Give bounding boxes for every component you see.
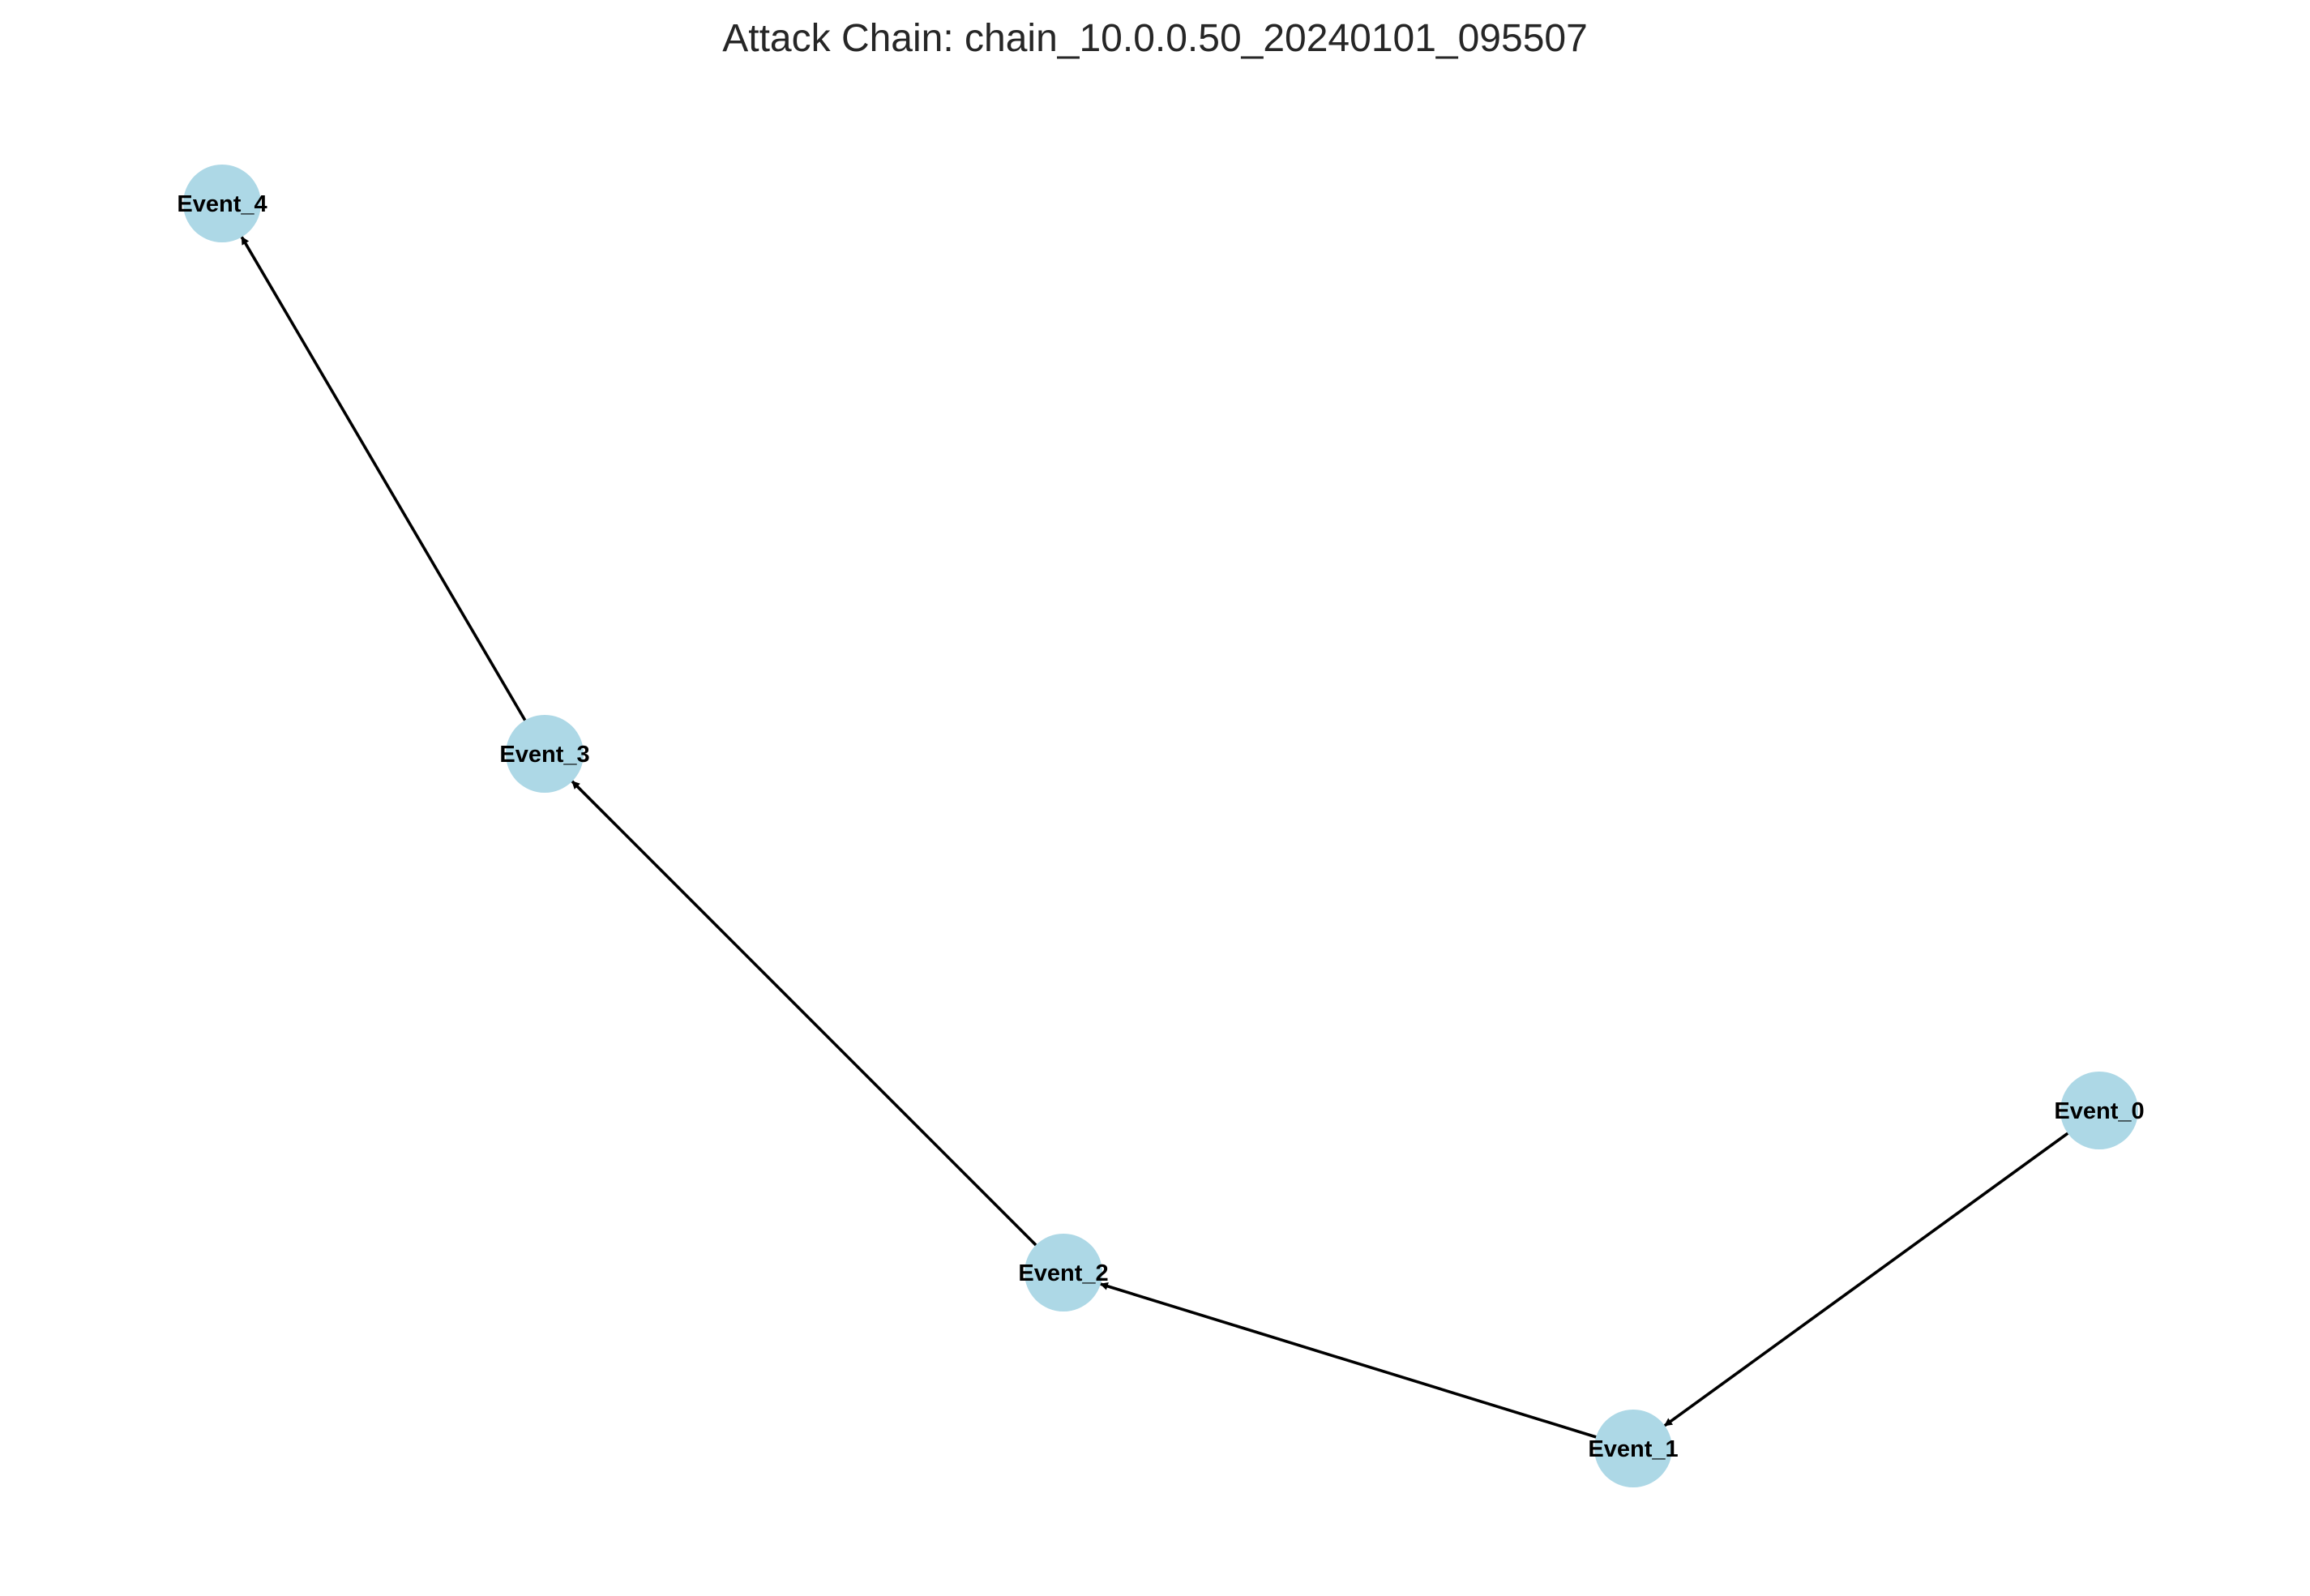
node-label: Event_0 xyxy=(2054,1098,2144,1124)
node-label: Event_4 xyxy=(177,191,267,217)
node-event-2: Event_2 xyxy=(1018,1234,1109,1311)
node-circle xyxy=(1025,1234,1102,1311)
edges-layer xyxy=(240,236,2069,1439)
edge-event-3-to-event-4 xyxy=(240,236,527,721)
diagram-title: Attack Chain: chain_10.0.0.50_20240101_0… xyxy=(722,17,1588,60)
node-event-4: Event_4 xyxy=(177,165,267,242)
node-label: Event_2 xyxy=(1018,1260,1108,1286)
node-label: Event_1 xyxy=(1588,1436,1678,1462)
edge-event-1-to-event-2 xyxy=(1099,1282,1597,1439)
node-event-0: Event_0 xyxy=(2054,1072,2145,1149)
edge-event-2-to-event-3 xyxy=(571,780,1037,1247)
node-circle xyxy=(506,715,584,793)
node-event-1: Event_1 xyxy=(1588,1410,1679,1487)
node-circle xyxy=(2060,1072,2138,1149)
node-label: Event_3 xyxy=(499,742,589,768)
node-circle xyxy=(183,165,261,242)
node-event-3: Event_3 xyxy=(499,715,590,793)
edge-event-0-to-event-1 xyxy=(1663,1132,2069,1427)
node-circle xyxy=(1594,1410,1672,1487)
